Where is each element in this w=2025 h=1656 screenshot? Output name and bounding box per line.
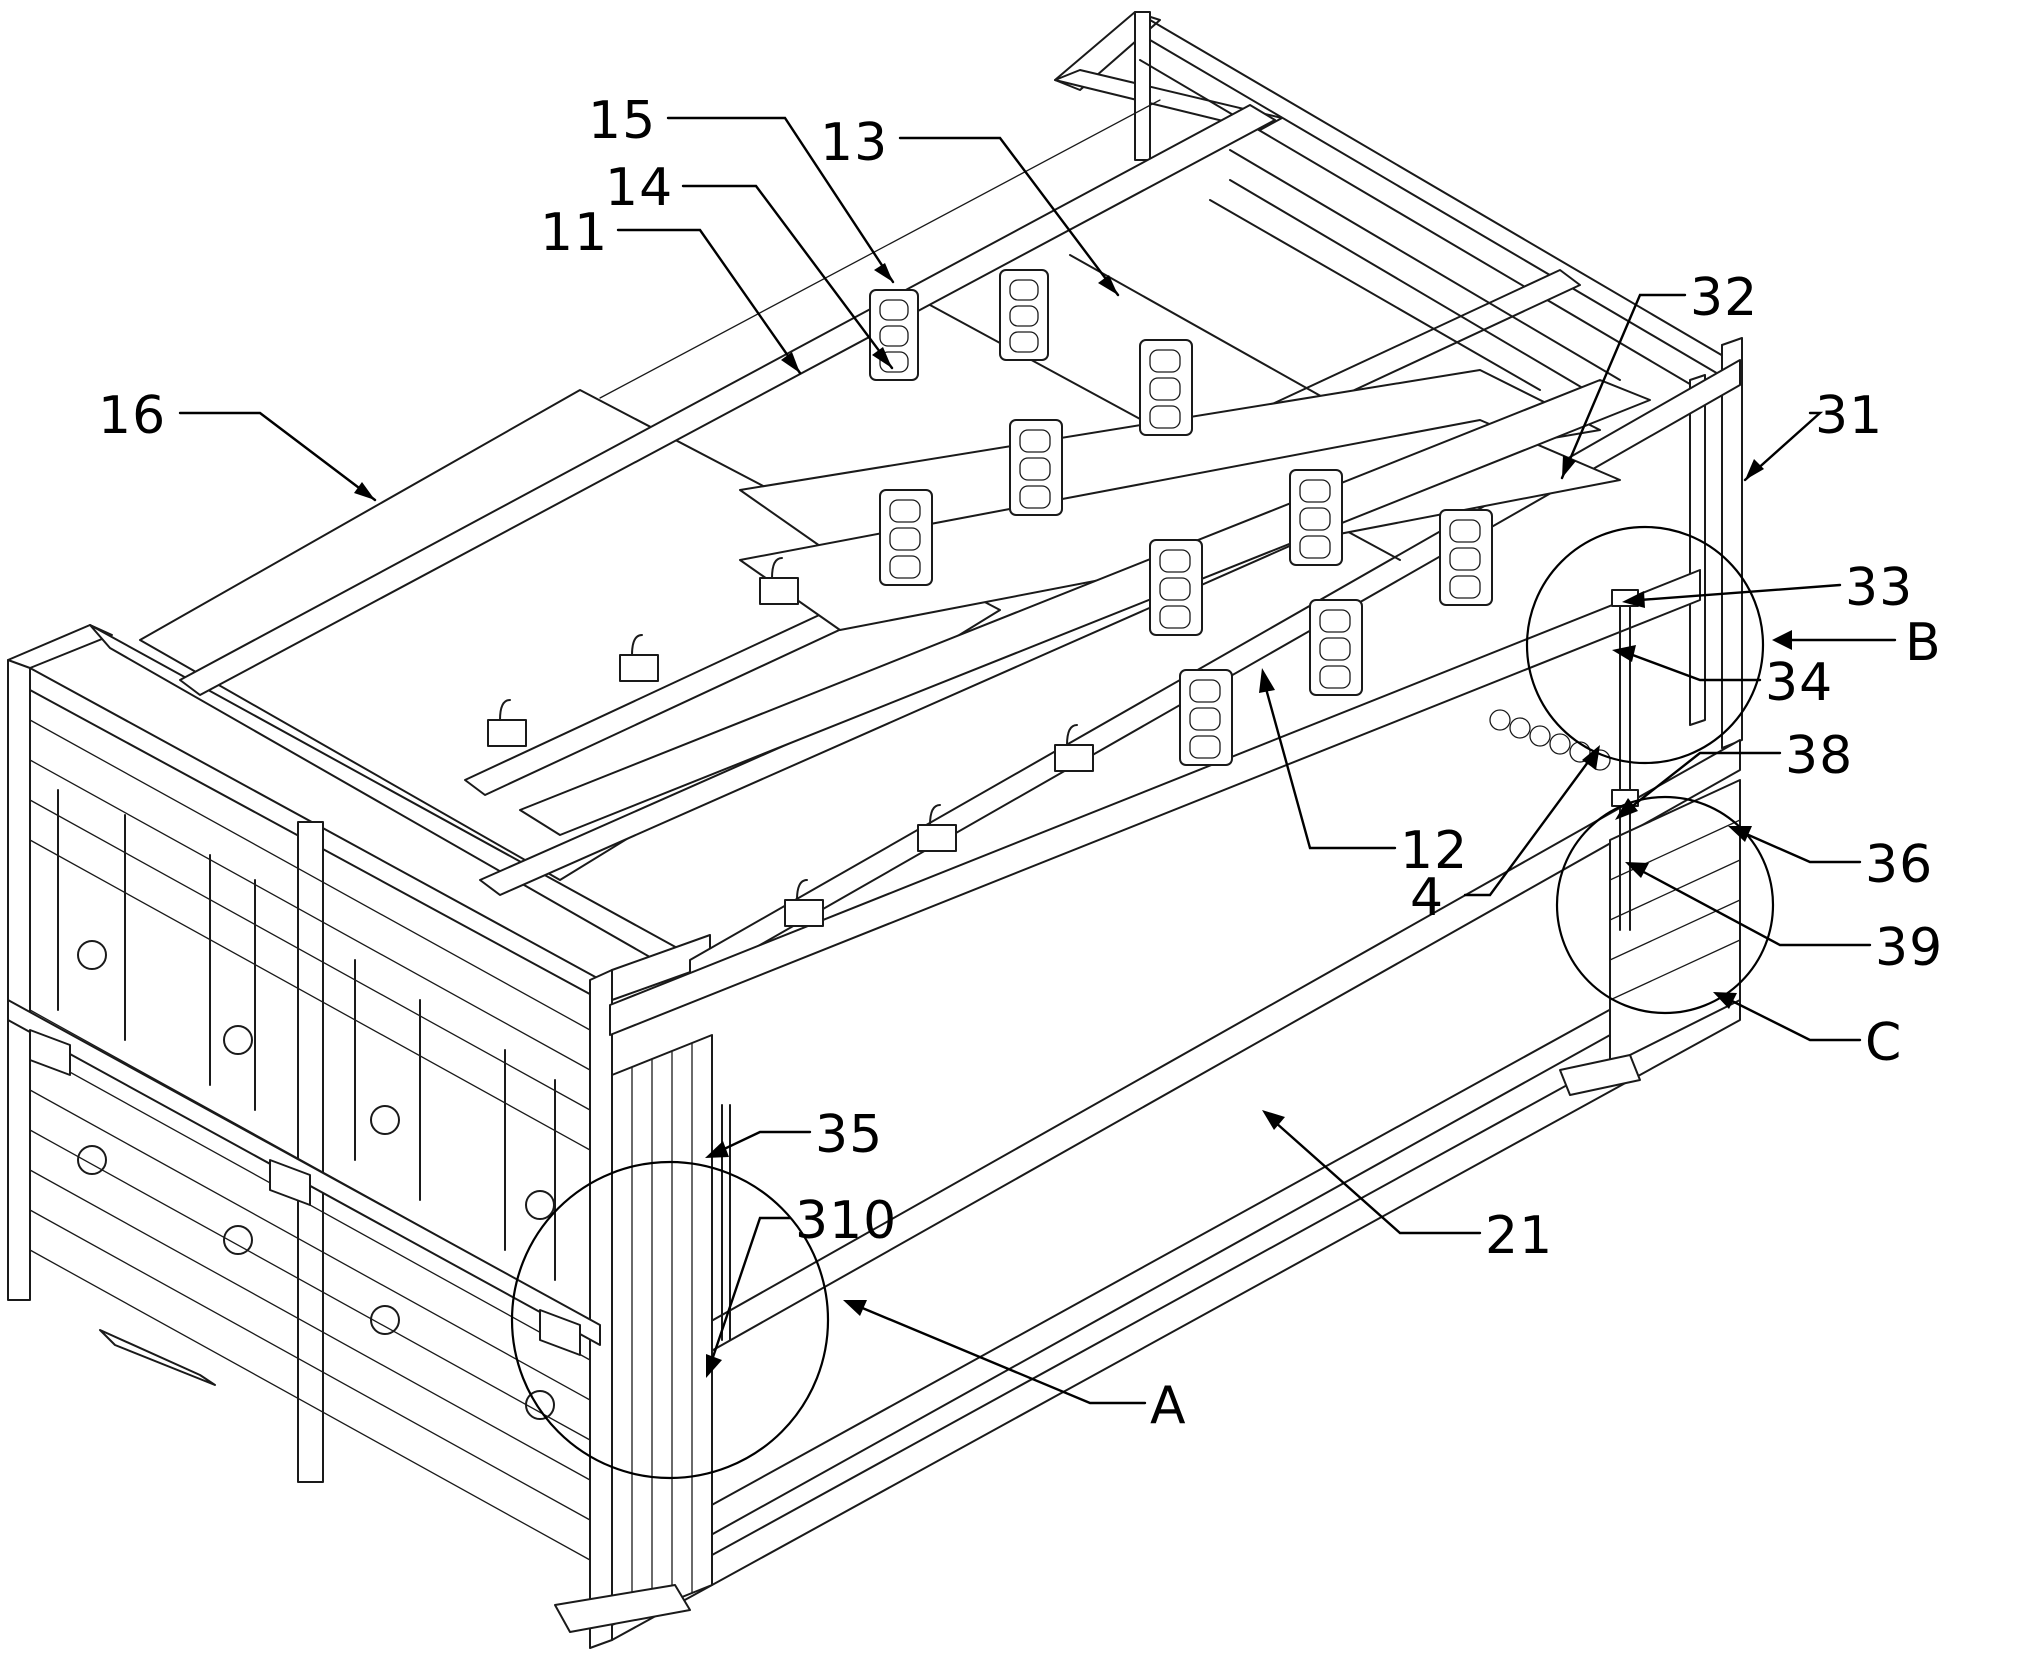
leader-lines	[178, 116, 1897, 1405]
label-33: 33	[1845, 558, 1913, 618]
detail-circle-b	[1525, 525, 1765, 765]
label-a: A	[1150, 1376, 1187, 1436]
label-16: 16	[98, 386, 166, 446]
label-21: 21	[1485, 1206, 1553, 1266]
label-39: 39	[1875, 918, 1943, 978]
label-12: 12	[1400, 821, 1468, 881]
detail-circle-a	[510, 1160, 830, 1480]
detail-circle-c	[1555, 795, 1775, 1015]
label-36: 36	[1865, 835, 1933, 895]
label-13: 13	[820, 113, 888, 173]
detail-circles	[510, 525, 1775, 1480]
label-14: 14	[605, 158, 673, 218]
label-32: 32	[1690, 268, 1758, 328]
label-34: 34	[1765, 653, 1833, 713]
frame-structure	[7, 11, 1743, 1649]
clamps	[487, 557, 1094, 927]
label-c: C	[1865, 1013, 1902, 1073]
label-11: 11	[540, 203, 608, 263]
label-31: 31	[1815, 386, 1883, 446]
label-38: 38	[1785, 726, 1853, 786]
label-310: 310	[795, 1191, 897, 1251]
label-15: 15	[588, 91, 656, 151]
label-4: 4	[1410, 868, 1444, 928]
front-face-panels	[7, 719, 601, 1561]
label-35: 35	[815, 1105, 883, 1165]
hollow-blocks	[869, 269, 1493, 766]
reference-labels: 15 13 14 11 32 16 31 33 B 34 38 12 4 36 …	[98, 91, 1943, 1436]
label-b: B	[1905, 613, 1942, 673]
